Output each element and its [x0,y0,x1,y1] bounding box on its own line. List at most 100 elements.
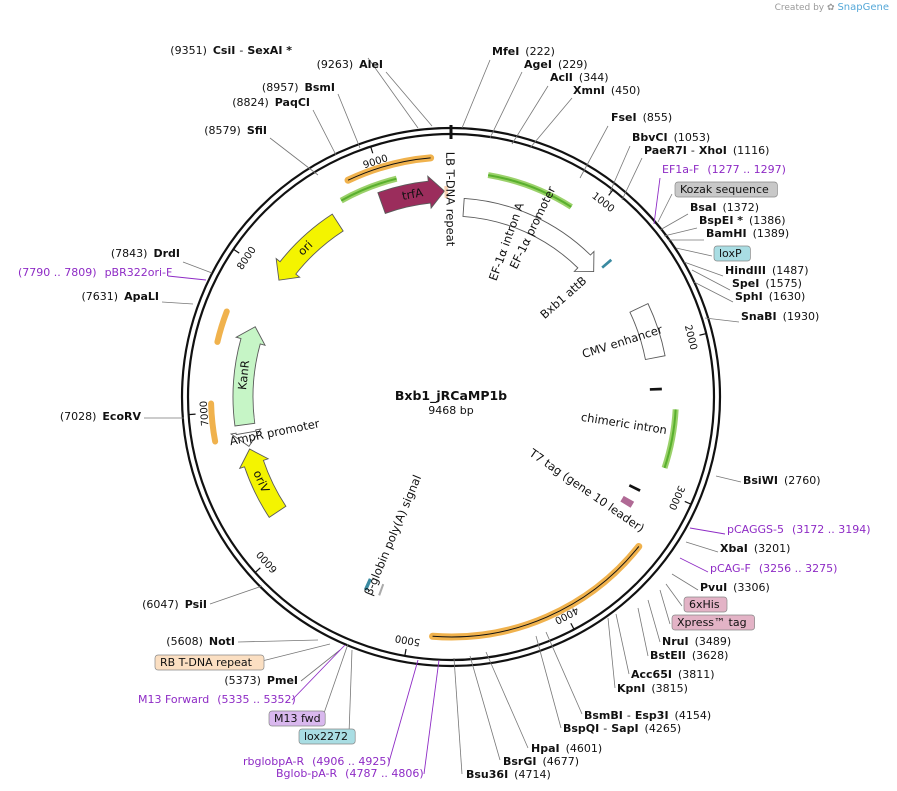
enzyme-site-bsmi[interactable]: (8957)BsmI [262,81,361,149]
leader-line [237,639,319,643]
leader-line [167,275,207,281]
enzyme-position: (855) [643,111,673,124]
feature-box-lox2272[interactable]: lox2272 [298,649,356,745]
feature-box-loxp[interactable]: loxP [675,245,751,262]
enzyme-label: AgeI(229) [524,58,588,71]
leader-line [689,527,726,535]
enzyme-position: (9263) [317,58,354,71]
enzyme-site-kpni[interactable]: KpnI(3815) [607,617,688,695]
enzyme-name: BsaI [690,201,716,214]
enzyme-site-bsmbi-esp3i[interactable]: BsmBI-Esp3I(4154) [545,631,711,722]
enzyme-site-spei[interactable]: SpeI(1575) [691,269,802,291]
enzyme-position: (3489) [695,635,732,648]
enzyme-position: (1930) [783,310,820,323]
enzyme-site-noti[interactable]: (5608)NotI [166,635,319,648]
feature-oriv [238,448,287,518]
feature-label-kanr: KanR [235,360,252,391]
enzyme-name: KpnI [617,682,645,695]
element-marker [378,583,385,596]
enzyme-site-mfei[interactable]: MfeI(222) [461,45,555,129]
enzyme-site-bsteii[interactable]: BstEII(3628) [637,607,728,662]
leader-line [609,145,631,193]
leader-line [257,643,331,663]
box-label: M13 fwd [274,712,321,725]
enzyme-position: (4714) [514,768,551,781]
enzyme-site-snabi[interactable]: SnaBI(1930) [704,310,820,323]
feature-box-rb-t-dna-repeat[interactable]: RB T-DNA repeat [154,643,331,671]
primer-pbr322ori-f[interactable]: (7790 .. 7809)pBR322ori-F [18,266,207,281]
enzyme-position: (1389) [753,227,790,240]
leader-line [453,657,463,775]
enzyme-site-bsai[interactable]: BsaI(1372) [659,201,759,231]
enzyme-site-ecorv[interactable]: (7028)EcoRV [60,410,184,423]
primer-label: pCAGGS-5(3172 .. 3194) [727,523,871,536]
enzyme-site-pvui[interactable]: PvuI(3306) [671,573,770,594]
enzyme-site-csii-sexai[interactable]: (9351)CsiI-SexAI * [170,44,419,129]
enzyme-site-acc65i[interactable]: Acc65I(3811) [615,613,715,681]
feature-box-6xhis[interactable]: 6xHis [665,583,728,613]
enzyme-site-acli[interactable]: AclI(344) [511,71,609,145]
enzyme-site-hindiii[interactable]: HindIII(1487) [683,261,809,277]
enzyme-name: AleI [359,58,383,71]
enzyme-label: BsrGI(4677) [503,755,579,768]
enzyme-site-bsrgi[interactable]: BsrGI(4677) [469,655,579,768]
enzyme-name: ApaLI [124,290,159,303]
primer-bglob-pa-r[interactable]: Bglob-pA-R(4787 .. 4806) [276,659,440,780]
primer-pcag-f[interactable]: pCAG-F(3256 .. 3275) [679,557,837,575]
enzyme-label: XmnI(450) [573,84,640,97]
tick-mark [570,622,575,630]
enzyme-site-bbvci[interactable]: BbvCI(1053) [609,131,710,193]
feature-box-m13-fwd[interactable]: M13 fwd [268,643,349,727]
enzyme-site-xmni[interactable]: XmnI(450) [529,84,640,149]
enzyme-site-alei[interactable]: (9263) AleI [317,58,433,127]
leader-line [659,589,671,625]
enzyme-site-drdi[interactable]: (7843)DrdI [111,247,213,274]
enzyme-site-bsu36i[interactable]: Bsu36I(4714) [453,657,551,781]
enzyme-site-xbai[interactable]: XbaI(3201) [685,541,790,555]
enzyme-site-paer7i-xhoi[interactable]: PaeR7I-XhoI(1116) [621,144,769,201]
enzyme-name: CsiI [213,44,235,57]
enzyme-site-sfii[interactable]: (8579)SfiI [204,124,319,176]
enzyme-position: (1386) [749,214,786,227]
orf-halo [429,542,643,641]
enzyme-name: BsmI [305,81,336,94]
leader-line [657,193,673,223]
enzyme-site-nrui[interactable]: NruI(3489) [647,599,732,648]
enzyme-site-agei[interactable]: AgeI(229) [489,58,588,139]
enzyme-label: (8579)SfiI [204,124,267,137]
enzyme-site-paqci[interactable]: (8824)PaqCI [232,96,337,156]
enzyme-name: PaeR7I [644,144,687,157]
enzyme-site-fsei[interactable]: FseI(855) [579,111,673,179]
enzyme-label: PvuI(3306) [700,581,770,594]
enzyme-site-bspei[interactable]: BspEI *(1386) [663,214,786,237]
leader-line [489,71,523,139]
enzyme-site-hpai[interactable]: HpaI(4601) [485,651,602,755]
feature-box-kozak-sequence[interactable]: Kozak sequence [657,181,778,223]
enzyme-name: BspQI [563,722,599,735]
primer-m13-forward[interactable]: M13 Forward(5335 .. 5352) [138,644,346,706]
enzyme-label: (7631)ApaLI [82,290,160,303]
tick-mark [699,332,707,336]
primer-pcaggs-5[interactable]: pCAGGS-5(3172 .. 3194) [689,523,871,536]
enzyme-site-sphi[interactable]: SphI(1630) [693,281,805,303]
primer-label: (7790 .. 7809)pBR322ori-F [18,266,172,279]
enzyme-site-psii[interactable]: (6047)PsiI [142,585,263,611]
primer-ef1a-f[interactable]: EF1a-F(1277 .. 1297) [653,163,786,225]
enzyme-site-bspqi-sapi[interactable]: BspQI-SapI(4265) [535,635,681,735]
feature-box-xpress-tag[interactable]: Xpress™ tag [659,589,755,631]
enzyme-site-apali[interactable]: (7631)ApaLI [82,290,194,305]
enzyme-label: XbaI(3201) [720,542,790,555]
green-orf-core [487,174,572,208]
primer-label: Bglob-pA-R(4787 .. 4806) [276,767,424,780]
enzyme-name: PmeI [267,674,298,687]
enzyme-site-pmei[interactable]: (5373)PmeI [224,649,341,687]
leader-line [182,261,213,274]
orf-line [347,157,431,181]
primer-rbglobpa-r[interactable]: rbglobpA-R(4906 .. 4925) [243,659,419,768]
enzyme-site-bamhi[interactable]: BamHI(1389) [668,227,790,241]
enzyme-label: BstEII(3628) [650,649,728,662]
enzyme-site-bsiwi[interactable]: BsiWI(2760) [715,474,821,487]
leader-line [653,177,661,225]
element-marker [628,484,641,492]
enzyme-position: (6047) [142,598,179,611]
